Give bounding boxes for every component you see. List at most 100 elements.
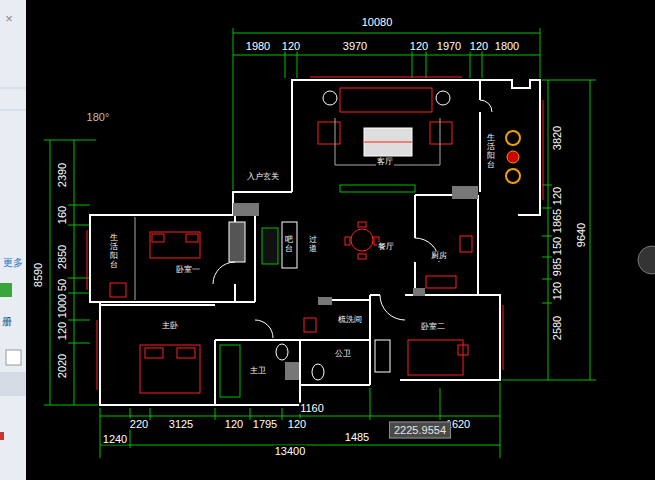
furniture xyxy=(110,88,520,397)
wall xyxy=(299,340,301,405)
dimension-value: 1795 xyxy=(252,419,278,430)
extension-line xyxy=(500,382,501,458)
dimension-value: 1000 xyxy=(57,293,68,319)
extension-line xyxy=(542,236,552,237)
coffee-table-pattern xyxy=(364,142,412,143)
bed xyxy=(150,232,200,258)
panel-icon xyxy=(0,283,12,297)
chair xyxy=(358,254,366,259)
dimension-value: 9640 xyxy=(576,222,587,248)
door-swing xyxy=(255,320,273,338)
planter xyxy=(507,151,519,163)
sink xyxy=(460,236,472,252)
dimension-value: 1865 xyxy=(552,208,563,234)
dimension-value: 1485 xyxy=(344,432,370,443)
dimension-value: 150 xyxy=(552,236,563,256)
room-region: 梳洗间 xyxy=(337,315,363,325)
shower xyxy=(375,340,390,372)
dimension-value: 120 xyxy=(57,321,68,341)
room-name: 卧室二 xyxy=(420,322,446,332)
dimension-value: 120 xyxy=(287,419,307,430)
wall xyxy=(233,192,292,215)
window xyxy=(87,230,88,290)
extension-line xyxy=(542,303,552,304)
extension-line xyxy=(482,50,483,78)
dining-table xyxy=(351,229,373,251)
doors xyxy=(213,100,492,338)
basin xyxy=(304,318,316,332)
room-region: 卧室二 xyxy=(420,322,446,332)
extension-line xyxy=(370,388,371,420)
room-region: 过道 xyxy=(309,236,317,254)
room-region: 生活阳台 xyxy=(110,234,118,269)
column xyxy=(233,203,259,216)
room-name: 厨房 xyxy=(430,251,448,261)
window xyxy=(310,77,462,78)
wall xyxy=(100,301,255,303)
room-name: 卧室一 xyxy=(175,265,201,275)
extension-line xyxy=(542,257,552,258)
dimension-value: 3820 xyxy=(552,125,563,151)
room-name: 过道 xyxy=(309,236,317,254)
dimension-value: 1800 xyxy=(494,41,520,52)
extension-line xyxy=(68,293,90,294)
dimension-value: 2390 xyxy=(57,162,68,188)
toilet xyxy=(276,344,288,360)
door-swing xyxy=(480,100,492,112)
bar-counter xyxy=(282,222,297,268)
dimension-value: 2850 xyxy=(57,244,68,270)
coffee-table xyxy=(364,128,412,156)
room-region: 厨房 xyxy=(430,251,448,261)
dimension-value: 120 xyxy=(224,419,244,430)
dimension-line xyxy=(50,140,51,405)
dimension-line xyxy=(548,80,549,380)
wall xyxy=(100,304,215,306)
column xyxy=(413,288,425,296)
room-region: 主卧 xyxy=(161,321,179,331)
wall xyxy=(400,195,500,380)
dimension-value: 3125 xyxy=(168,419,194,430)
room-name: 生活阳台 xyxy=(487,134,495,169)
nav-button xyxy=(638,246,655,274)
columns xyxy=(233,186,478,380)
extension-line xyxy=(250,408,251,420)
room-name: 入户玄关 xyxy=(246,172,280,182)
chair xyxy=(345,237,350,245)
dimension-value: 120 xyxy=(409,41,429,52)
wall xyxy=(234,284,236,302)
bathtub xyxy=(220,345,240,397)
wall xyxy=(215,339,300,341)
wall xyxy=(330,299,370,301)
extension-line xyxy=(502,380,596,381)
dimension-value: 985 xyxy=(552,257,563,277)
room-name: 公卫 xyxy=(334,349,352,359)
extension-line xyxy=(150,408,151,420)
window xyxy=(97,320,98,390)
bed xyxy=(140,345,200,393)
balcony-divider xyxy=(135,217,136,300)
extension-line xyxy=(542,80,596,81)
extension-line xyxy=(412,50,413,78)
dimension-value: 120 xyxy=(552,281,563,301)
room-name: 客厅 xyxy=(376,157,394,167)
extension-line xyxy=(44,405,98,406)
extension-line xyxy=(215,408,216,420)
room-region: 生活阳台 xyxy=(487,134,495,169)
dimension-value: 50 xyxy=(57,278,68,292)
search-icon xyxy=(6,350,21,365)
dimension-line xyxy=(233,55,540,56)
pillow xyxy=(177,348,195,358)
wall xyxy=(90,215,300,405)
dimension-value: 2580 xyxy=(552,315,563,341)
wall xyxy=(414,195,416,238)
dimension-value: 8590 xyxy=(33,262,44,288)
room-name: 主卧 xyxy=(161,321,179,331)
column xyxy=(452,186,478,199)
wardrobe xyxy=(229,222,245,262)
lamp xyxy=(323,91,337,105)
dimension-value: 120 xyxy=(552,186,563,206)
tv-cabinet xyxy=(340,185,415,192)
lamp xyxy=(436,91,450,105)
